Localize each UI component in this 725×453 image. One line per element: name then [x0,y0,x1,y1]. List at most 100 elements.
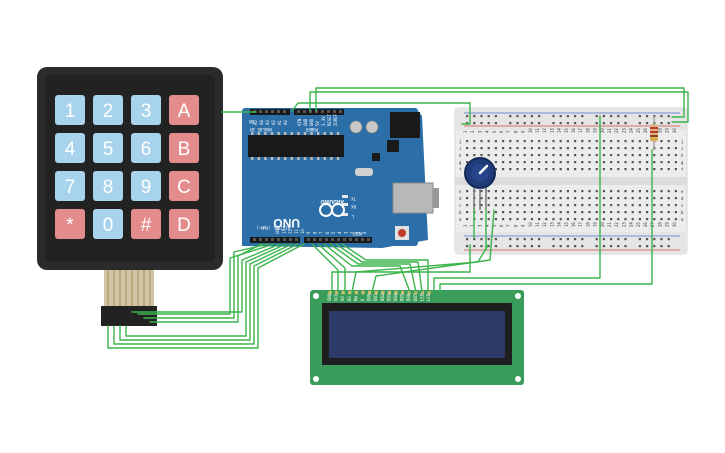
digital-pin-label: 2 [350,231,355,234]
potentiometer[interactable] [464,157,496,210]
lcd-pin-label: VCC [334,293,339,301]
keypad-key[interactable]: 4 [55,133,85,163]
keypad-key-label: 1 [65,101,76,122]
breadboard-column-label: 17 [578,128,583,133]
breadboard-column-label: 23 [621,222,626,227]
power-pin-label: GND [303,118,308,126]
keypad-key[interactable]: 7 [55,171,85,201]
digital-pin-label: 9 [306,231,311,234]
jumper-wire [309,91,689,123]
digital-pin-label: 12 [288,229,293,234]
keypad-key[interactable]: C [169,171,199,201]
keypad-key[interactable]: B [169,133,199,163]
keypad-key-label: 2 [103,101,114,122]
lcd-pin-label: DB4 [393,293,398,301]
lcd-pin-label: DB0 [367,293,372,301]
breadboard-column-label: 17 [578,222,583,227]
keypad-key[interactable]: 6 [131,133,161,163]
breadboard-row-label: g [681,160,684,165]
breadboard-column-label: 24 [629,222,634,227]
analog-pin-label: A5 [253,120,258,125]
breadboard-column-label: 14 [557,128,562,133]
digital-pin-label: 13 [281,229,286,234]
breadboard-row-label: e [681,189,684,194]
digital-pin-label: 0 [362,231,367,234]
digital-pin-label: 10 [300,229,305,234]
reset-button[interactable] [398,229,406,237]
breadboard-row-label: a [459,217,462,222]
keypad-key-label: 4 [65,139,76,160]
digital-label: DIGITAL (PWM~) [256,225,290,230]
l-label: L [351,214,354,219]
resistor[interactable] [650,116,658,150]
lcd-screen [329,311,505,358]
breadboard-column-label: 2 [470,130,475,133]
keypad-key[interactable]: 5 [93,133,123,163]
jumper-wire [143,243,269,319]
jumper-wire [291,102,471,125]
breadboard-column-label: 16 [571,128,576,133]
breadboard-column-label: 25 [636,128,641,133]
analog-pin-label: A1 [277,120,282,125]
keypad-key[interactable]: * [55,209,85,239]
breadboard-column-label: 19 [593,128,598,133]
breadboard-column-label: 5 [492,130,497,133]
breadboard-column-label: 29 [665,128,670,133]
keypad-key[interactable]: 1 [55,95,85,125]
jumper-wire [323,243,411,293]
breadboard-row-label: b [459,210,462,215]
rx-label: RX [351,204,356,209]
lcd-pin-label: V0 [340,296,345,301]
breadboard-column-label: 30 [672,222,677,227]
keypad-key-label: 5 [103,139,114,160]
breadboard-column-label: 9 [521,224,526,227]
lcd-pin-label: DB3 [386,293,391,301]
lcd-pin-label: DB2 [380,293,385,301]
microcontroller-chip [251,132,340,160]
breadboard-column-label: 26 [643,222,648,227]
keypad-key[interactable]: # [131,209,161,239]
breadboard-column-label: 6 [499,224,504,227]
jumper-wire [125,243,287,337]
keypad-key-label: D [177,215,191,236]
breadboard-row-label: i [459,146,462,151]
keypad-key[interactable]: 9 [131,171,161,201]
keypad-key[interactable]: A [169,95,199,125]
breadboard-column-label: 8 [513,224,518,227]
power-pin-label: VIN [297,118,302,126]
lcd-pin-label: DB1 [373,293,378,301]
breadboard-column-label: 4 [485,224,490,227]
breadboard-column-label: 22 [614,128,619,133]
keypad-key[interactable]: 0 [93,209,123,239]
lcd-pin-label: GND [327,293,332,301]
jumper-wire [351,244,489,293]
keypad-key[interactable]: D [169,209,199,239]
jumper-wire [341,243,429,293]
aref-label: AREF [352,231,362,236]
breadboard-column-label: 28 [657,222,662,227]
arduino-uno[interactable]: UNO ARDUINO ANALOG IN POWER DIGITAL (PWM… [242,108,439,248]
breadboard[interactable]: 1122334455667788991010111112121313141415… [454,107,688,255]
keypad-key-label: 9 [141,177,152,198]
keypad-key-label: 8 [103,177,114,198]
keypad-key[interactable]: 2 [93,95,123,125]
breadboard-row-label: i [681,146,684,151]
jumper-wire [317,243,346,293]
digital-pin-label: 8 [312,231,317,234]
breadboard-column-label: 5 [492,224,497,227]
breadboard-row-label: a [681,217,684,222]
breadboard-row-label: h [681,153,684,158]
breadboard-row-label: e [459,189,462,194]
lcd-pin-label: LED [419,293,424,301]
lcd-pin-label: DB6 [406,293,411,301]
breadboard-column-label: 1 [463,130,468,133]
keypad-key[interactable]: 3 [131,95,161,125]
keypad-key[interactable]: 8 [93,171,123,201]
jumper-wire [315,87,685,118]
digital-pin-label: 6 [325,231,330,234]
